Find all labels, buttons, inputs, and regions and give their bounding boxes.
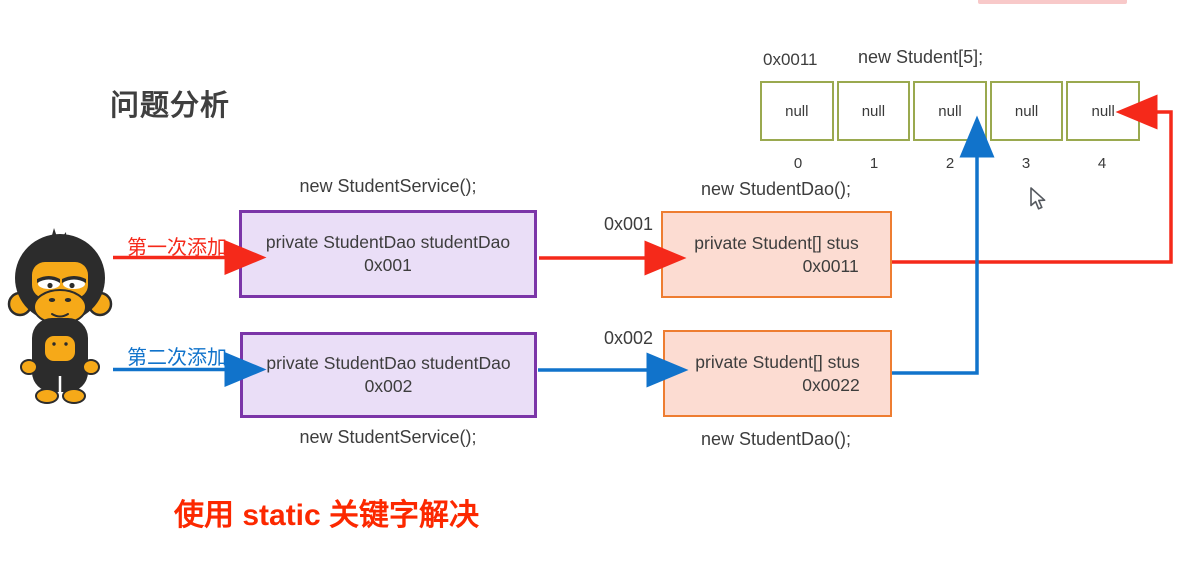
arrow-dao2-to-array [892,115,995,375]
monkey-mascot-icon [7,228,113,404]
dao-box-1-address: 0x0011 [802,255,859,276]
top-pink-bar [978,0,1127,4]
array-cell-3: null [989,81,1064,141]
service-box-2-address: 0x002 [364,376,413,396]
service-box-1: private StudentDao studentDao 0x001 [239,210,537,298]
array-index-1: 1 [869,155,879,172]
dao-box-2: private Student[] stus 0x0022 [663,330,892,417]
array-cell-1: null [836,81,911,141]
page-title: 问题分析 [110,90,231,122]
service-box-1-address: 0x001 [364,255,412,275]
bottom-note: 使用 static 关键字解决 [174,499,480,532]
service-box-2: private StudentDao studentDao 0x002 [240,332,537,418]
array-index-3: 3 [1021,155,1031,172]
array-new-label: new Student[5]; [858,47,984,67]
label-new-service-top: new StudentService(); [299,176,477,196]
array-address-label: 0x0011 [763,50,818,69]
array-index-4: 4 [1097,155,1107,172]
service-box-2-field: private StudentDao studentDao [266,353,511,373]
mouse-cursor-icon [1030,187,1046,210]
label-new-dao-top: new StudentDao(); [700,179,852,199]
array-cell-0: null [760,81,834,141]
array-index-row: 0 1 2 3 4 [760,155,1140,172]
dao-box-2-address: 0x0022 [802,374,860,395]
array-cell-4: null [1066,81,1140,141]
array-index-2: 2 [945,155,955,172]
array-index-0: 0 [793,155,803,172]
student-array: null null null null null [760,81,1140,141]
monkey-body [20,318,100,404]
array-cell-2: null [913,81,987,141]
dao-box-2-field: private Student[] stus [695,351,860,372]
dao-box-1-field: private Student[] stus [694,232,859,253]
label-new-service-bottom: new StudentService(); [299,427,477,447]
second-add-label: 第二次添加 [127,347,227,369]
service-box-1-field: private StudentDao studentDao [265,232,511,252]
first-add-label: 第一次添加 [127,237,227,259]
ref-label-0x002: 0x002 [604,328,654,348]
monkey-head [7,228,113,325]
ref-label-0x001: 0x001 [604,214,654,234]
label-new-dao-bottom: new StudentDao(); [700,429,852,449]
dao-box-1: private Student[] stus 0x0011 [661,211,892,298]
